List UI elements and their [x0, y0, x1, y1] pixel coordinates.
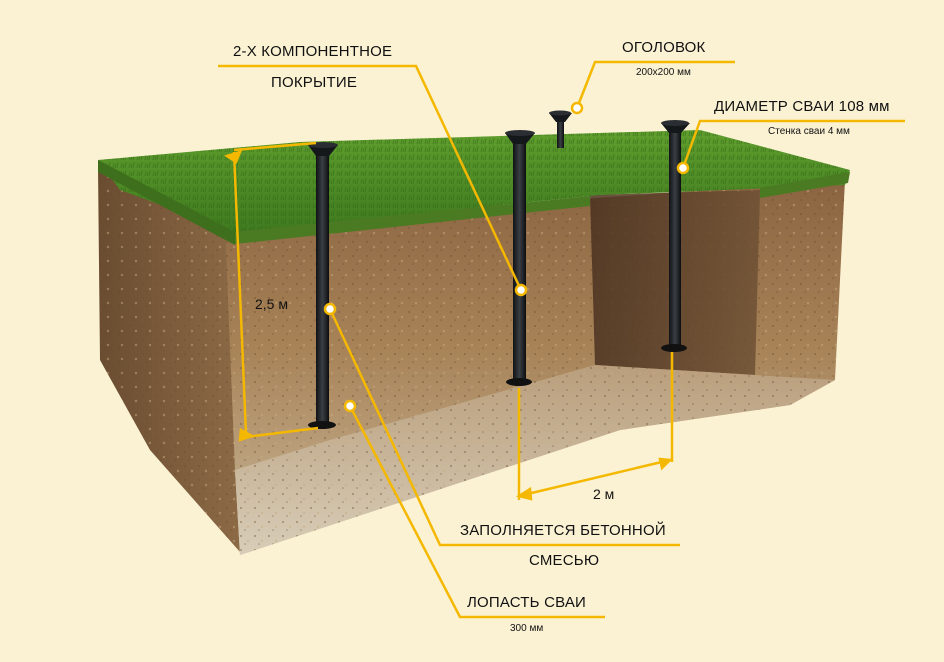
pile-cap-sample	[549, 110, 572, 148]
blade-label: ЛОПАСТЬ СВАИ	[467, 594, 587, 611]
pile-right	[661, 120, 690, 352]
concrete-label-line1: ЗАПОЛНЯЕТСЯ БЕТОННОЙ	[460, 522, 666, 539]
concrete-label-line2: СМЕСЬЮ	[529, 552, 600, 569]
pile-middle	[505, 130, 535, 386]
pile-left	[308, 142, 338, 429]
cap-label: ОГОЛОВОК	[622, 39, 706, 56]
soil-side-face	[98, 168, 240, 552]
diameter-label: ДИАМЕТР СВАИ 108 мм	[714, 98, 890, 115]
callout-concrete	[328, 308, 680, 547]
coating-label-line1: 2-Х КОМПОНЕНТНОЕ	[233, 43, 393, 60]
callout-diameter	[681, 119, 905, 169]
dimension-lines	[224, 141, 674, 501]
callout-lines	[218, 60, 905, 619]
depth-dimension	[232, 151, 248, 435]
cap-size-label: 200х200 мм	[636, 67, 691, 78]
callout-cap	[575, 60, 735, 109]
wall-thickness-label: Стенка сваи 4 мм	[768, 126, 850, 137]
spacing-dimension	[518, 458, 671, 498]
callout-markers	[323, 101, 690, 413]
spacing-value-label: 2 м	[593, 486, 615, 502]
depth-value-label: 2,5 м	[255, 296, 288, 312]
blade-size-label: 300 мм	[510, 623, 544, 634]
callout-blade	[348, 405, 605, 619]
coating-label-line2: ПОКРЫТИЕ	[271, 74, 358, 91]
callout-coating	[218, 64, 523, 291]
